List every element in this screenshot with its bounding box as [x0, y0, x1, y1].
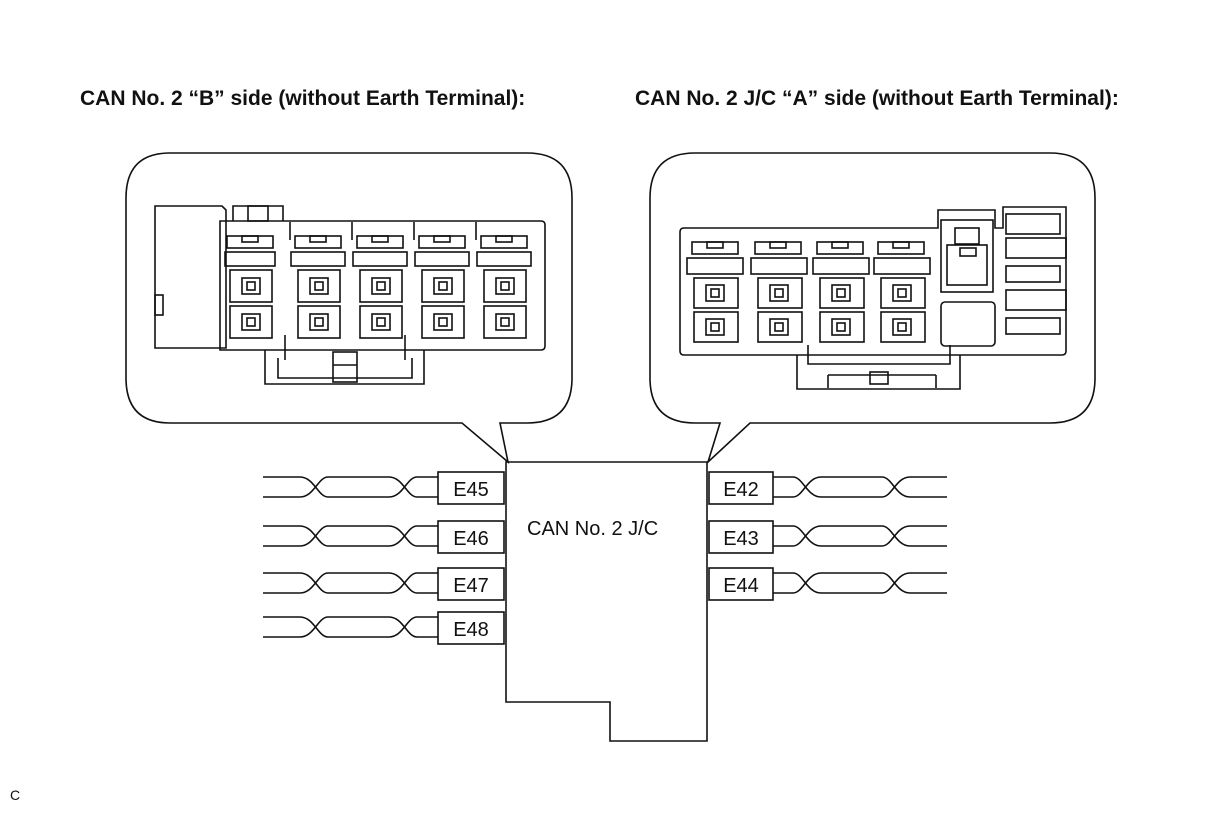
figure-code: C [10, 787, 21, 803]
left-cavity-column-5 [476, 235, 532, 339]
twisted-pair-wire [263, 616, 438, 638]
terminal-box [708, 567, 774, 601]
twisted-pair-wire [263, 572, 438, 594]
right-cavity-column-3 [812, 241, 870, 343]
terminal-label: E43 [723, 528, 759, 550]
left-cavity-column-2 [290, 235, 346, 339]
right-wire-group: E42 E43 E44 [708, 471, 947, 601]
twisted-pair-wire [773, 525, 947, 547]
right-cavity-column-1 [686, 241, 744, 343]
terminal-label: E48 [453, 619, 489, 641]
left-cavity-column-1 [224, 235, 276, 339]
terminal-box [708, 471, 774, 505]
left-wire-group: E45 E46 E47 E48 [263, 471, 505, 645]
terminal-label: E45 [453, 479, 489, 501]
twisted-pair-wire [773, 572, 947, 594]
right-callout-bubble [649, 152, 1096, 465]
junction-label: CAN No. 2 J/C [527, 518, 658, 540]
twisted-pair-wire [263, 476, 438, 498]
left-connector-face [154, 205, 546, 385]
terminal-box [708, 520, 774, 554]
right-connector-heading: CAN No. 2 J/C “A” side (without Earth Te… [635, 87, 1119, 110]
left-connector-heading: CAN No. 2 “B” side (without Earth Termin… [80, 87, 526, 110]
terminal-box [437, 567, 505, 601]
terminal-label: E47 [453, 575, 489, 597]
terminal-box [437, 471, 505, 505]
right-connector-face [679, 206, 1067, 390]
terminal-label: E42 [723, 479, 759, 501]
terminal-box [437, 520, 505, 554]
right-cavity-column-2 [750, 241, 808, 343]
right-cavity-column-4 [873, 241, 931, 343]
terminal-label: E46 [453, 528, 489, 550]
terminal-box [437, 611, 505, 645]
junction-connector-body [505, 461, 708, 742]
left-cavity-column-3 [352, 235, 408, 339]
twisted-pair-wire [263, 525, 438, 547]
left-callout-bubble [125, 152, 573, 465]
terminal-label: E44 [723, 575, 759, 597]
left-cavity-column-4 [414, 235, 470, 339]
twisted-pair-wire [773, 476, 947, 498]
